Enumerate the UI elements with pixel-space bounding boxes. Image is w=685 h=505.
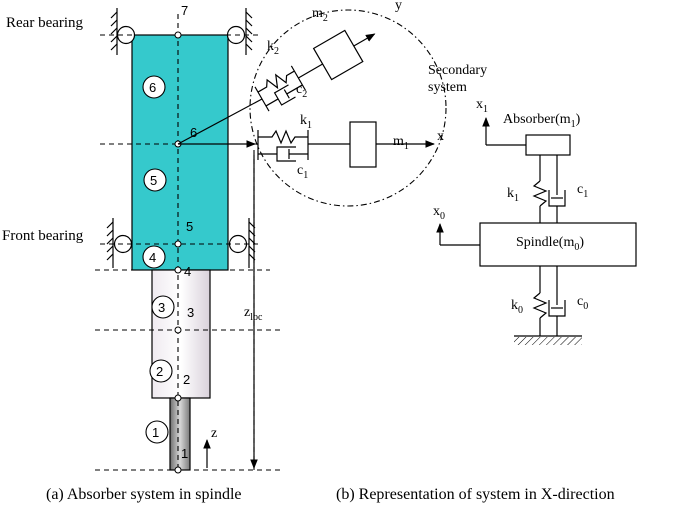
lumped-model (436, 117, 637, 345)
rear-bearing-label: Rear bearing (6, 15, 84, 31)
spindle-label: Spindle(m0) (516, 235, 584, 253)
rear-bearing-ball-left (116, 25, 136, 45)
c0-label: c0 (577, 294, 588, 312)
k1-model-label: k1 (507, 186, 519, 204)
element-label-6: 6 (149, 80, 156, 95)
k1-upper-label: k1 (300, 113, 312, 131)
element-label-2: 2 (156, 364, 163, 379)
inclined-absorber (177, 29, 376, 145)
front-wall-right-hatch (248, 221, 256, 261)
m1-label: m1 (393, 134, 409, 152)
node-label-1: 1 (181, 446, 188, 461)
z-axis-label: z (211, 426, 217, 441)
x0-label: x0 (433, 204, 445, 222)
element-circles: 6 5 4 3 2 1 (142, 75, 175, 444)
spindle-housing (131, 34, 229, 271)
x-axis-label: x (437, 129, 444, 144)
node-label-4: 4 (184, 264, 191, 279)
front-bearing-label: Front bearing (2, 228, 84, 244)
absorber-label: Absorber(m1) (503, 112, 581, 130)
m2-label: m2 (312, 6, 328, 24)
x1-label: x1 (476, 97, 488, 115)
node-label-2: 2 (183, 372, 190, 387)
absorber-mass-box (525, 134, 571, 156)
k2-label: k2 (267, 39, 279, 57)
node-markers (174, 31, 182, 474)
ground-hatch (514, 337, 582, 345)
secondary-system-boundary (249, 9, 447, 207)
rear-wall-left-hatch (110, 11, 118, 51)
element-label-3: 3 (158, 300, 165, 315)
c1-model-label: c1 (577, 182, 588, 200)
y-axis-label: y (395, 0, 402, 13)
node-label-3: 3 (187, 305, 194, 320)
horizontal-absorber (178, 121, 435, 168)
c2-label: c2 (296, 82, 307, 100)
z-loc-label: zloc (244, 305, 263, 323)
secondary-label-line1: Secondary (428, 63, 487, 78)
node-label-5: 5 (186, 219, 193, 234)
element-label-4: 4 (149, 250, 156, 265)
node-label-6: 6 (190, 125, 197, 140)
node-label-7: 7 (181, 3, 188, 18)
element-label-1: 1 (152, 425, 159, 440)
k0-label: k0 (511, 298, 523, 316)
front-wall-left-hatch (106, 221, 114, 261)
element-label-5: 5 (150, 173, 157, 188)
caption-b: (b) Representation of system in X-direct… (336, 486, 615, 503)
caption-a: (a) Absorber system in spindle (46, 486, 242, 503)
secondary-label-line2: system (428, 80, 467, 95)
c1-upper-label: c1 (297, 163, 308, 181)
rear-wall-right-hatch (245, 11, 253, 51)
